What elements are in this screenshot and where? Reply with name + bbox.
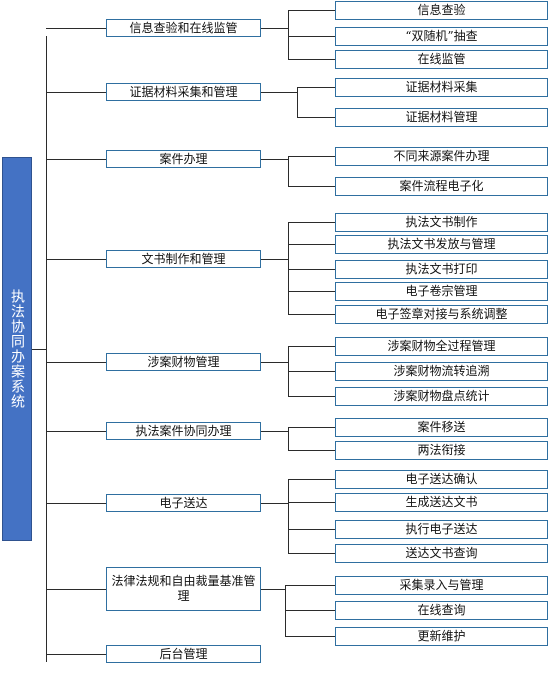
section-node: 执法案件协同办理 (106, 422, 261, 440)
child-connector-line (288, 396, 335, 397)
child-node: 电子签章对接与系统调整 (335, 304, 548, 324)
child-connector-line (288, 10, 335, 11)
child-bus-line (288, 427, 289, 451)
child-bus-line (288, 156, 289, 187)
child-connector-line (288, 553, 335, 554)
section-node: 电子送达 (106, 494, 261, 512)
child-node: 采集录入与管理 (335, 575, 548, 595)
section-bus-connector-line (261, 589, 285, 590)
child-connector-line (285, 636, 335, 637)
child-connector-line (288, 36, 335, 37)
section-connector-line (46, 92, 106, 93)
section-bus-connector-line (261, 159, 288, 160)
child-node: 执法文书制作 (335, 212, 548, 232)
section-node: 后台管理 (106, 645, 261, 663)
child-node: 执行电子送达 (335, 519, 548, 539)
child-bus-line (288, 479, 289, 554)
child-connector-line (297, 87, 335, 88)
child-connector-line (288, 450, 335, 451)
child-node: 不同来源案件办理 (335, 146, 548, 166)
child-node: “双随机”抽查 (335, 26, 548, 46)
child-node: 证据材料管理 (335, 107, 548, 127)
child-bus-line (288, 10, 289, 60)
root-label: 执法协同办案系统 (9, 289, 25, 409)
section-bus-connector-line (261, 259, 288, 260)
section-connector-line (46, 431, 106, 432)
section-bus-connector-line (261, 431, 288, 432)
child-connector-line (288, 427, 335, 428)
root-node: 执法协同办案系统 (2, 157, 32, 541)
child-connector-line (285, 585, 335, 586)
section-connector-line (46, 362, 106, 363)
section-connector-line (46, 259, 106, 260)
child-connector-line (288, 222, 335, 223)
child-connector-line (297, 117, 335, 118)
child-connector-line (288, 479, 335, 480)
child-connector-line (288, 529, 335, 530)
section-bus-connector-line (261, 28, 288, 29)
child-bus-line (288, 222, 289, 315)
child-node: 涉案财物全过程管理 (335, 336, 548, 356)
child-node: 在线监管 (335, 49, 548, 69)
section-bus-connector-line (261, 362, 288, 363)
child-node: 案件流程电子化 (335, 176, 548, 196)
section-connector-line (46, 159, 106, 160)
trunk-line (46, 36, 47, 662)
child-connector-line (288, 244, 335, 245)
section-connector-line (46, 589, 106, 590)
section-node: 信息查验和在线监管 (106, 19, 261, 37)
root-connector-line (32, 349, 46, 350)
child-connector-line (288, 156, 335, 157)
child-connector-line (288, 502, 335, 503)
child-bus-line (285, 585, 286, 637)
child-connector-line (288, 59, 335, 60)
section-bus-connector-line (261, 503, 288, 504)
child-node: 在线查询 (335, 600, 548, 620)
section-node: 证据材料采集和管理 (106, 83, 261, 101)
child-connector-line (288, 291, 335, 292)
section-node: 案件办理 (106, 150, 261, 168)
child-node: 涉案财物流转追溯 (335, 361, 548, 381)
child-node: 案件移送 (335, 417, 548, 437)
section-connector-line (46, 28, 106, 29)
child-node: 证据材料采集 (335, 77, 548, 97)
child-node: 涉案财物盘点统计 (335, 386, 548, 406)
section-bus-connector-line (261, 92, 297, 93)
child-node: 执法文书打印 (335, 259, 548, 279)
section-connector-line (46, 503, 106, 504)
child-node: 更新维护 (335, 626, 548, 646)
section-node: 法律法规和自由裁量基准管理 (106, 567, 261, 611)
child-connector-line (285, 610, 335, 611)
child-connector-line (288, 314, 335, 315)
section-connector-line (46, 654, 106, 655)
child-node: 信息查验 (335, 0, 548, 20)
child-node: 电子送达确认 (335, 469, 548, 489)
child-bus-line (297, 87, 298, 118)
child-node: 电子卷宗管理 (335, 281, 548, 301)
child-node: 两法衔接 (335, 440, 548, 460)
child-node: 送达文书查询 (335, 543, 548, 563)
section-node: 文书制作和管理 (106, 250, 261, 268)
section-node: 涉案财物管理 (106, 353, 261, 371)
child-connector-line (288, 269, 335, 270)
child-connector-line (288, 346, 335, 347)
child-connector-line (288, 186, 335, 187)
child-node: 生成送达文书 (335, 492, 548, 512)
child-connector-line (288, 371, 335, 372)
child-node: 执法文书发放与管理 (335, 234, 548, 254)
